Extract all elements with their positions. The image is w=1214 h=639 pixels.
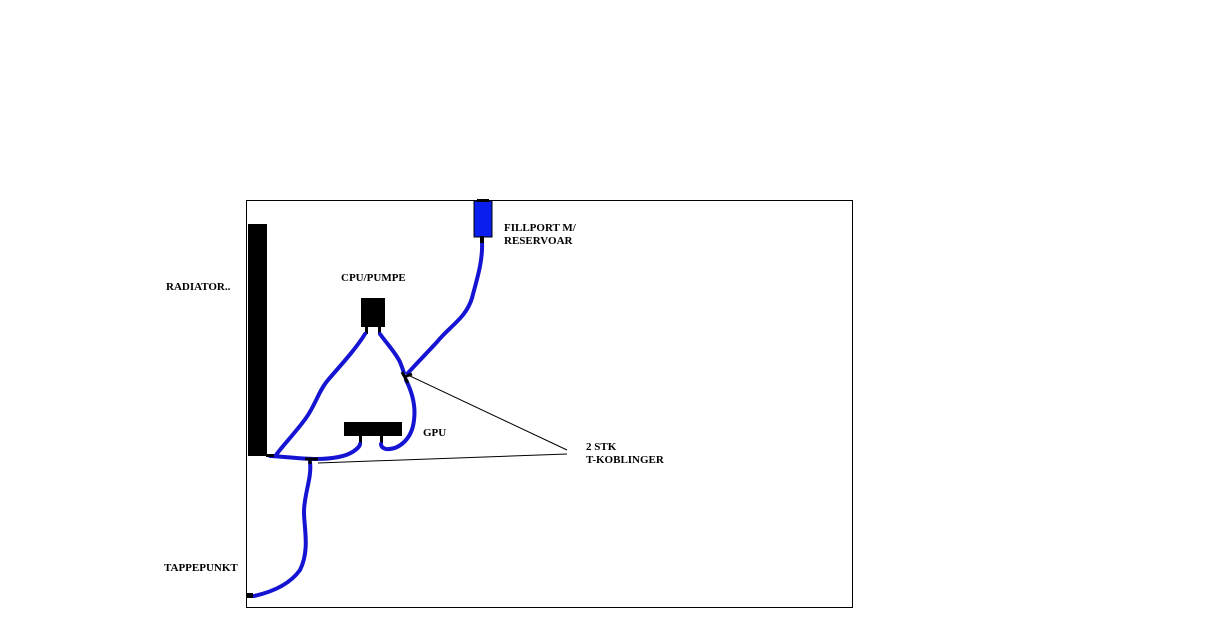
leader-line-lower [317, 453, 568, 464]
t-connectors-label-line2: T-KOBLINGER [586, 454, 664, 466]
fillport-label-line2: RESERVOAR [504, 235, 573, 247]
radiator-outlet [266, 454, 274, 457]
cpu-nozzle-right [378, 326, 381, 334]
tube-cpu-to-radiator [274, 332, 367, 457]
reservoir-cap [477, 199, 489, 202]
reservoir-body [473, 200, 493, 238]
cpu-pump-label: CPU/PUMPE [341, 272, 406, 284]
fillport-label-line1: FILLPORT M/ [504, 222, 576, 234]
drain-plug [247, 593, 253, 598]
case-frame [246, 200, 853, 608]
t-connector-upper [400, 371, 413, 384]
gpu-nozzle-left [359, 435, 362, 444]
tube-tee-to-drain [252, 460, 313, 598]
t-connectors-label: 2 STK T-KOBLINGER [586, 441, 664, 467]
cpu-pump-block [361, 298, 385, 327]
tube-radiator-to-gpu [268, 442, 362, 461]
tube-reservoir-to-tee [406, 240, 485, 375]
t-connector-lower [305, 457, 318, 464]
radiator-label: RADIATOR.. [166, 281, 231, 293]
t-connectors-label-line1: 2 STK [586, 441, 617, 453]
reservoir-outlet [480, 236, 484, 243]
tubing [252, 240, 485, 598]
gpu-label: GPU [423, 427, 447, 439]
drain-label: TAPPEPUNKT [164, 562, 238, 574]
cpu-nozzle-left [365, 326, 368, 334]
radiator-block [248, 224, 267, 456]
gpu-block [344, 422, 402, 436]
fillport-label: FILLPORT M/ RESERVOAR [504, 222, 576, 248]
tube-cpu-to-tee [378, 332, 406, 375]
leader-line-upper [409, 375, 568, 451]
gpu-nozzle-right [380, 435, 383, 444]
tube-tee-to-gpu [379, 378, 417, 452]
